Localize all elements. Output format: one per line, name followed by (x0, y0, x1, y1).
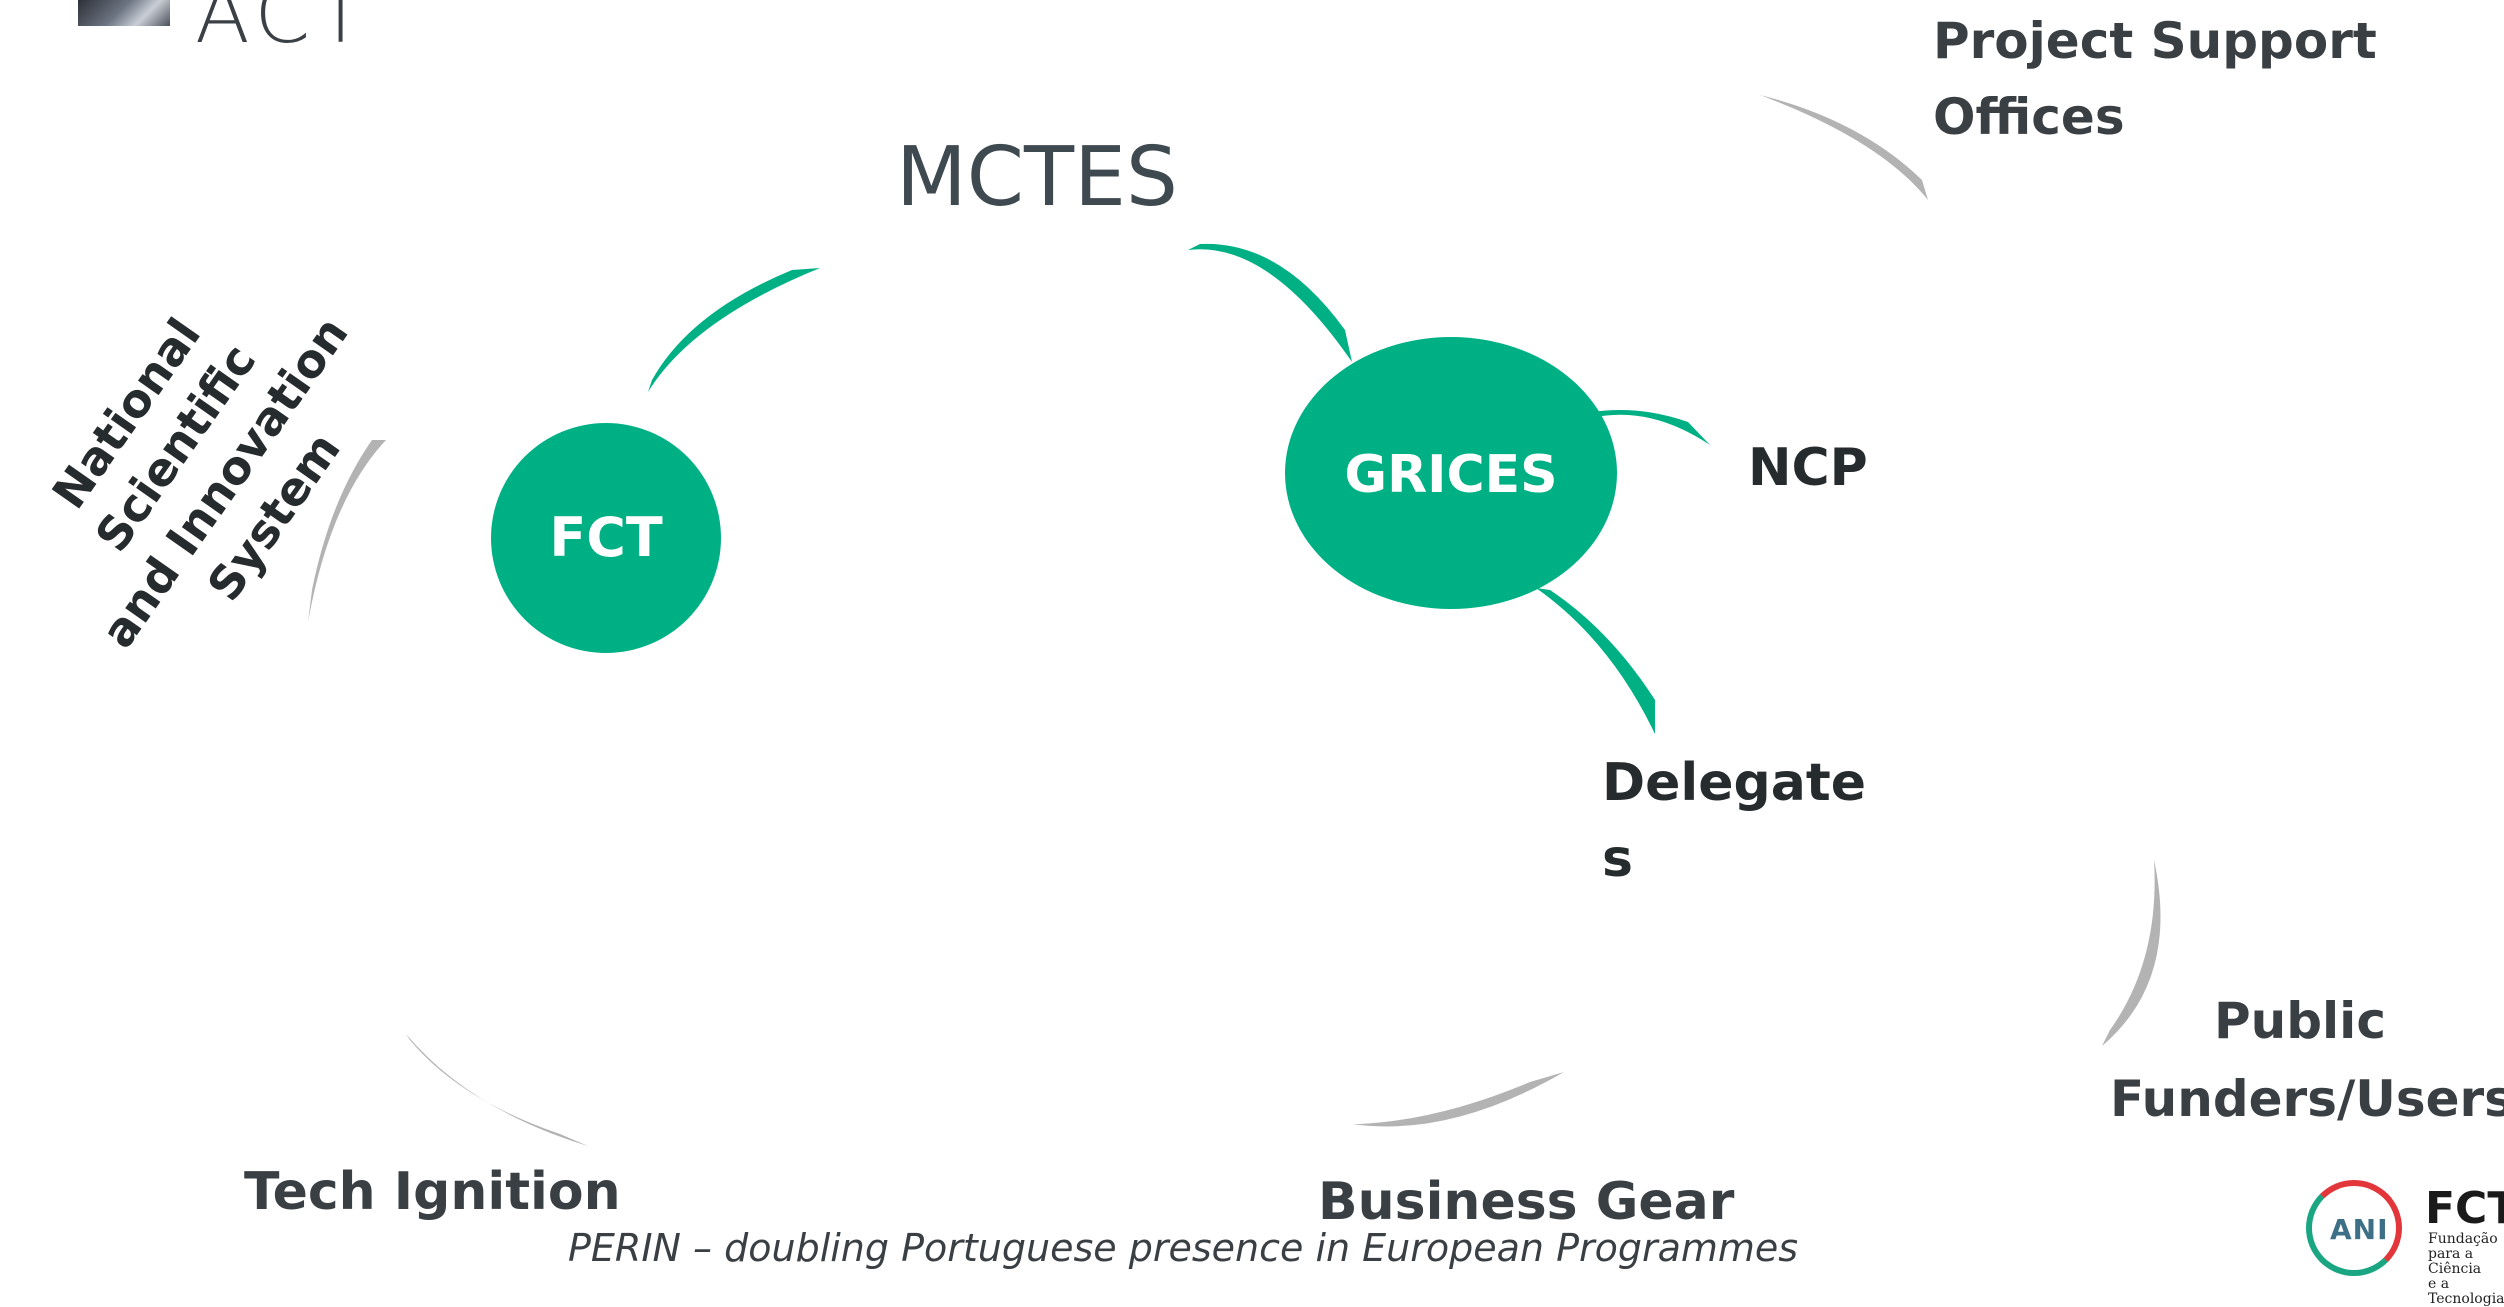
fct-sub-line-2: para a Ciência (2428, 1246, 2482, 1277)
footer-caption: PERIN – doubling Portuguese presence in … (568, 1226, 1799, 1270)
arc-tech-ignition (406, 1034, 588, 1146)
mctes-label: MCTES (896, 130, 1178, 225)
delegates-line-2: s (1602, 829, 1633, 889)
project-support-label: Project Support Offices (1933, 3, 2377, 155)
ncp-label: NCP (1748, 438, 1868, 498)
fct-node: FCT (491, 423, 721, 653)
delegates-line-1: Delegate (1602, 753, 1866, 813)
public-funders-line-1: Public (2214, 992, 2386, 1050)
fct-logo-text: FCT (2425, 1183, 2504, 1234)
business-gear-label: Business Gear (1318, 1172, 1735, 1232)
grices-node: GRICES (1285, 337, 1617, 609)
arc-mctes-grices (1188, 243, 1352, 362)
project-support-line-2: Offices (1933, 88, 2125, 146)
company-logo-icon (78, 0, 170, 26)
delegates-label: Delegate s (1602, 745, 1902, 897)
arc-public-funders (2102, 860, 2161, 1046)
project-support-line-1: Project Support (1933, 12, 2377, 70)
diagram-canvas: FCT GRICES (308, 95, 2161, 1146)
fct-sub-line-1: Fundação (2428, 1232, 2498, 1247)
arc-project-support (1760, 95, 1928, 200)
fct-node-label: FCT (549, 506, 663, 569)
public-funders-label: Public Funders/Users (2110, 982, 2504, 1138)
tech-ignition-label: Tech Ignition (244, 1162, 621, 1222)
arc-grices-ncp (1592, 409, 1710, 445)
fct-logo-subtitle: Fundação para a Ciência e a Tecnologia (2428, 1232, 2504, 1307)
page-title: ACT (195, 0, 372, 61)
grices-node-label: GRICES (1344, 445, 1557, 505)
arc-business-gear (1352, 1072, 1564, 1127)
ani-logo-text: ANI (2330, 1213, 2389, 1246)
fct-sub-line-3: e a Tecnologia (2428, 1276, 2504, 1307)
arc-fct-mctes (648, 268, 820, 392)
public-funders-line-2: Funders/Users (2110, 1070, 2504, 1128)
arc-grices-delegates (1536, 588, 1655, 734)
